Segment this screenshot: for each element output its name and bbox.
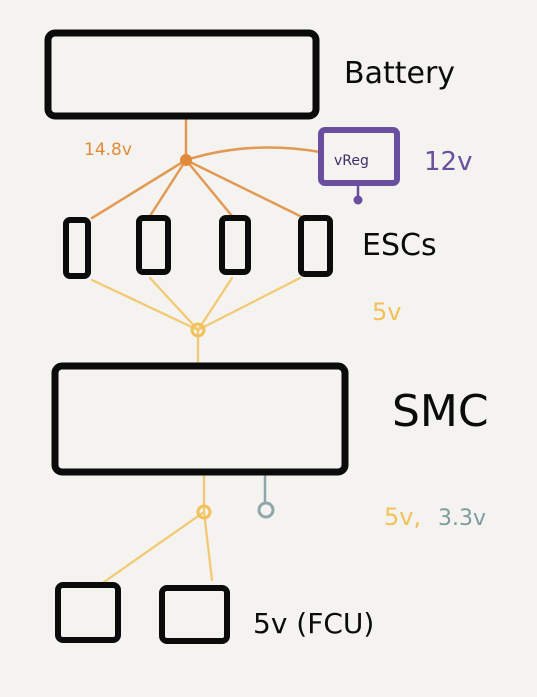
battery-box — [44, 29, 320, 120]
fcu-box-1 — [55, 582, 121, 643]
vreg-output-stub — [353, 184, 363, 205]
esc-box-2 — [136, 215, 171, 275]
esc-5v-rail-wires — [90, 276, 302, 366]
battery-voltage-label: 14.8v — [84, 140, 132, 160]
battery-label: Battery — [344, 56, 455, 91]
smc-box — [51, 362, 349, 476]
smc-5v-junction — [196, 504, 212, 520]
esc-box-1 — [63, 217, 91, 279]
esc-box-3 — [219, 215, 251, 275]
smc-3v3-voltage-label: 3.3v — [438, 506, 486, 531]
vreg-box — [318, 127, 400, 186]
esc-5v-voltage-label: 5v — [372, 298, 401, 326]
battery-rail-junction — [180, 154, 192, 166]
escs-label: ESCs — [362, 228, 437, 263]
fcu-label: 5v (FCU) — [253, 607, 374, 640]
smc-label: SMC — [392, 386, 489, 437]
smc-5v-rail-wires — [102, 472, 214, 584]
smc-5v-voltage-label: 5v, — [384, 503, 421, 531]
esc-5v-junction — [190, 322, 206, 338]
smc-3v3-stub — [257, 472, 275, 519]
fcu-box-2 — [159, 585, 230, 644]
vreg-label: vReg — [334, 153, 369, 169]
vreg-voltage-label: 12v — [424, 147, 472, 177]
battery-rail-wires — [90, 116, 322, 220]
esc-box-4 — [298, 215, 333, 277]
